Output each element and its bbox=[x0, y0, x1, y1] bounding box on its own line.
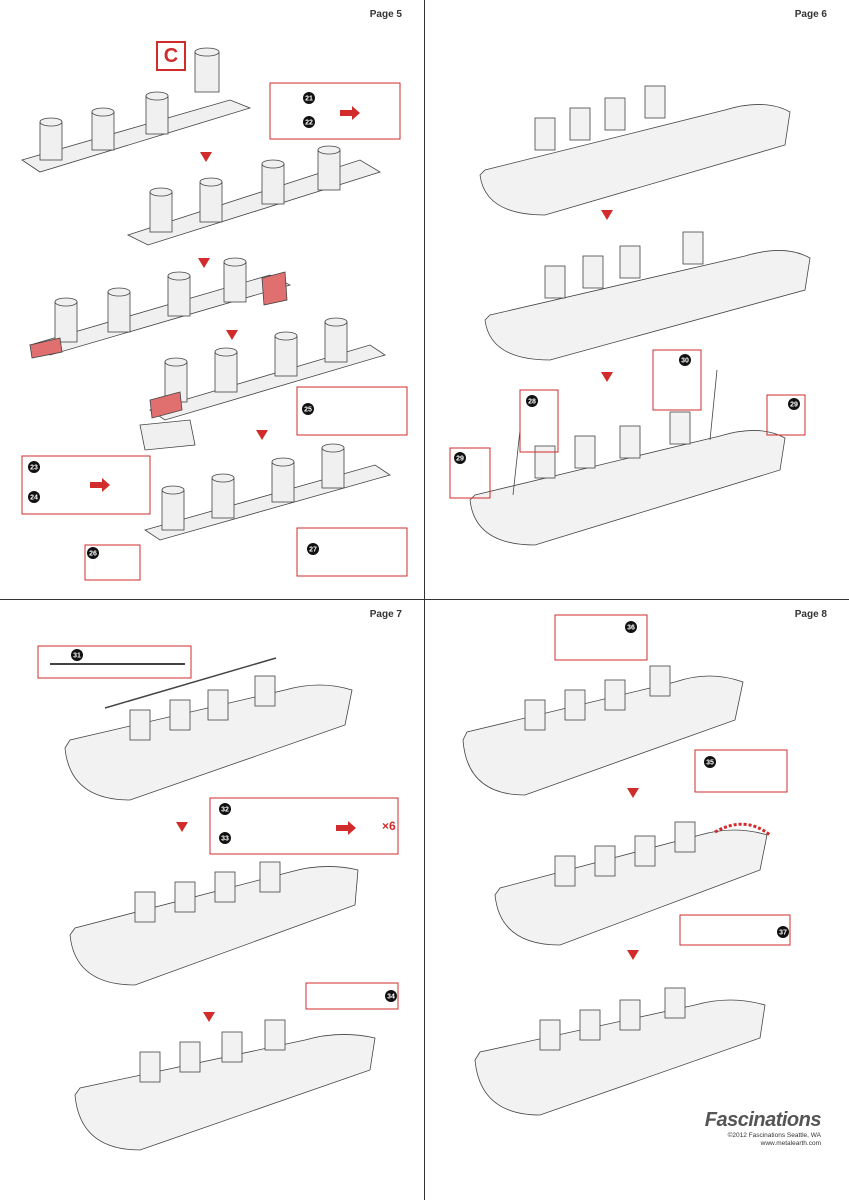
ship-hull-4 bbox=[64, 657, 353, 801]
ship-hull-8 bbox=[494, 821, 771, 946]
step-number: 29 bbox=[790, 402, 798, 409]
callout-box-26 bbox=[84, 544, 141, 581]
step-number: 32 bbox=[221, 807, 229, 814]
callout-box-27 bbox=[296, 527, 408, 577]
website-link[interactable]: www.metalearth.com bbox=[760, 1140, 821, 1147]
step-number: 35 bbox=[706, 760, 714, 767]
deck-assembly-5 bbox=[144, 443, 391, 541]
step-number: 31 bbox=[73, 653, 81, 660]
callout-box-25 bbox=[296, 386, 408, 436]
step-number: 37 bbox=[779, 930, 787, 937]
step-number: 27 bbox=[309, 547, 317, 554]
step-number: 34 bbox=[387, 994, 395, 1001]
callout-box-32-33 bbox=[209, 797, 399, 855]
copyright-text: ©2012 Fascinations Seattle, WA bbox=[727, 1132, 821, 1139]
ship-hull-6 bbox=[74, 1019, 376, 1151]
step-number: 30 bbox=[681, 358, 689, 365]
page-6-panel: Page 6 28 bbox=[425, 0, 849, 600]
page-5-diagram: 21 22 23 24 25 26 27 bbox=[21, 47, 408, 581]
ship-hull-1 bbox=[479, 85, 791, 216]
step-number: 36 bbox=[627, 625, 635, 632]
section-label: C bbox=[156, 41, 186, 71]
page-5-panel: Page 5 C bbox=[0, 0, 424, 600]
callout-box-30 bbox=[652, 349, 702, 411]
page-number: Page 8 bbox=[794, 609, 827, 620]
brand-block: Fascinations ©2012 Fascinations Seattle,… bbox=[704, 1109, 822, 1148]
ship-hull-3 bbox=[469, 369, 786, 546]
callout-box-23-24 bbox=[21, 455, 151, 515]
deck-assembly-4 bbox=[139, 317, 386, 451]
arrow-right-icon bbox=[90, 478, 110, 492]
ship-hull-7 bbox=[462, 665, 744, 796]
callout-box-28 bbox=[519, 389, 559, 453]
page-7-diagram: 31 32 33 34 bbox=[37, 645, 399, 1151]
vertical-divider bbox=[424, 0, 425, 1200]
deck-assembly-3 bbox=[28, 257, 292, 359]
callout-box-36 bbox=[554, 614, 648, 661]
page-number: Page 5 bbox=[369, 9, 402, 20]
page-6-diagram: 28 29 30 29 bbox=[449, 85, 811, 546]
ship-hull-9 bbox=[474, 987, 766, 1116]
step-number: 21 bbox=[305, 96, 313, 103]
arrow-right-icon bbox=[340, 106, 360, 120]
callout-box-31 bbox=[37, 645, 192, 679]
step-number: 23 bbox=[30, 465, 38, 472]
step-number: 22 bbox=[305, 120, 313, 127]
callout-box-21-22 bbox=[269, 82, 401, 140]
quantity-multiplier: ×6 bbox=[382, 819, 396, 833]
callout-box-29-left bbox=[449, 447, 491, 499]
step-number: 24 bbox=[30, 495, 38, 502]
page-number: Page 6 bbox=[794, 9, 827, 20]
deck-assembly-2 bbox=[126, 145, 381, 246]
step-number: 33 bbox=[221, 836, 229, 843]
page-8-panel: Page 8 35 36 37 bbox=[425, 600, 849, 1200]
page-7-panel: Page 7 31 bbox=[0, 600, 424, 1200]
horizontal-divider bbox=[0, 599, 849, 600]
deck-assembly-1 bbox=[21, 47, 252, 173]
page-8-diagram: 35 36 37 bbox=[462, 614, 791, 1116]
brand-logo: Fascinations bbox=[704, 1109, 822, 1131]
callout-box-29-right bbox=[766, 394, 806, 436]
step-number: 26 bbox=[89, 551, 97, 558]
step-number: 28 bbox=[528, 399, 536, 406]
ship-hull-5 bbox=[69, 861, 359, 986]
page-number: Page 7 bbox=[369, 609, 402, 620]
step-number: 29 bbox=[456, 456, 464, 463]
step-number: 25 bbox=[304, 407, 312, 414]
callout-box-37 bbox=[679, 914, 791, 946]
callout-box-35 bbox=[694, 749, 788, 793]
arrow-right-icon bbox=[336, 821, 356, 835]
callout-box-34 bbox=[305, 982, 399, 1010]
ship-hull-2 bbox=[484, 231, 811, 361]
